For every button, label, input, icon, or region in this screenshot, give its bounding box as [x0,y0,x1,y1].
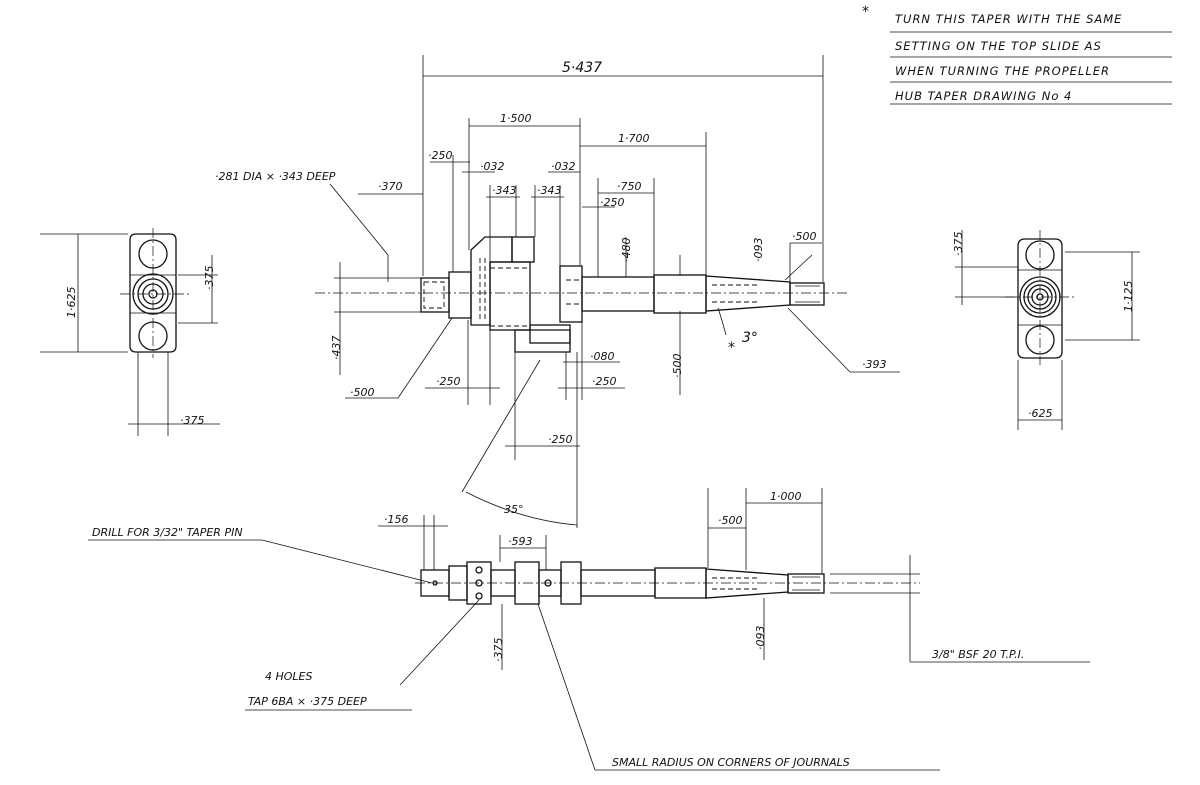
crankshaft-front-view: 5·437 1·500 1·700 ·250 ·032 ·032 ·343 ·3… [215,55,900,528]
note-line-2: SETTING ON THE TOP SLIDE AS [895,39,1102,53]
dim-375-bottom-left: ·375 [180,414,205,427]
dim-3-degree-star: * [728,340,735,356]
callout-small-radius: SMALL RADIUS ON CORNERS OF JOURNALS [612,756,850,769]
note-asterisk: * [862,4,869,20]
dim-343-left: ·343 [492,184,517,197]
callout-tap-6ba: TAP 6BA × ·375 DEEP [248,695,367,708]
dim-1625: 1·625 [65,287,78,319]
dim-375-left-view: ·375 [203,266,216,291]
dim-032-right: ·032 [551,160,576,173]
dim-625: ·625 [1028,407,1053,420]
dim-250-lower: ·250 [548,433,573,446]
note-block: * TURN THIS TAPER WITH THE SAME SETTING … [862,4,1172,105]
note-line-1: TURN THIS TAPER WITH THE SAME [895,12,1122,26]
dim-500-leader: ·500 [350,386,375,399]
dim-500-lower: ·500 [718,514,743,527]
dim-1700: 1·700 [618,132,650,145]
left-end-view: 1·625 ·375 ·375 [40,228,220,436]
callout-bsf-thread: 3/8" BSF 20 T.P.I. [932,648,1024,661]
dim-1125: 1·125 [1122,281,1135,313]
dim-343-right: ·343 [537,184,562,197]
dim-1500: 1·500 [500,112,532,125]
dim-35-degree: 35° [504,503,524,516]
dim-250-top: ·250 [428,149,453,162]
callout-4-holes: 4 HOLES [265,670,313,683]
dim-250-web: ·250 [436,375,461,388]
right-end-view: ·375 1·125 ·625 [952,230,1140,430]
dim-281-dia: ·281 DIA × ·343 DEEP [215,170,336,183]
dim-093-lower: ·093 [754,626,767,651]
dim-375-lower: ·375 [492,638,505,663]
dim-080: ·080 [590,350,615,363]
note-line-4: HUB TAPER DRAWING No 4 [895,89,1072,103]
dim-437: ·437 [330,336,343,361]
dim-393: ·393 [862,358,887,371]
crankshaft-lower-view: ·156 ·593 ·500 1·000 ·375 ·093 3/8" BSF … [88,488,1090,771]
dim-480: ·480 [620,238,633,263]
dim-375-right-view: ·375 [952,232,965,257]
dim-overall-5437: 5·437 [562,60,602,76]
dim-500-thread: ·500 [792,230,817,243]
callout-drill-taper-pin: DRILL FOR 3/32" TAPER PIN [92,526,243,539]
dim-750: ·750 [617,180,642,193]
dim-156: ·156 [384,513,409,526]
dim-593: ·593 [508,535,533,548]
dim-500-shaft: ·500 [671,354,684,379]
dim-370: ·370 [378,180,403,193]
dim-093-top: ·093 [752,238,765,263]
dim-250-journal: ·250 [592,375,617,388]
dim-250-shaft: ·250 [600,196,625,209]
note-line-3: WHEN TURNING THE PROPELLER [895,64,1110,78]
dim-1000: 1·000 [770,490,802,503]
dim-032-left: ·032 [480,160,505,173]
dim-3-degree: 3° [742,330,758,346]
